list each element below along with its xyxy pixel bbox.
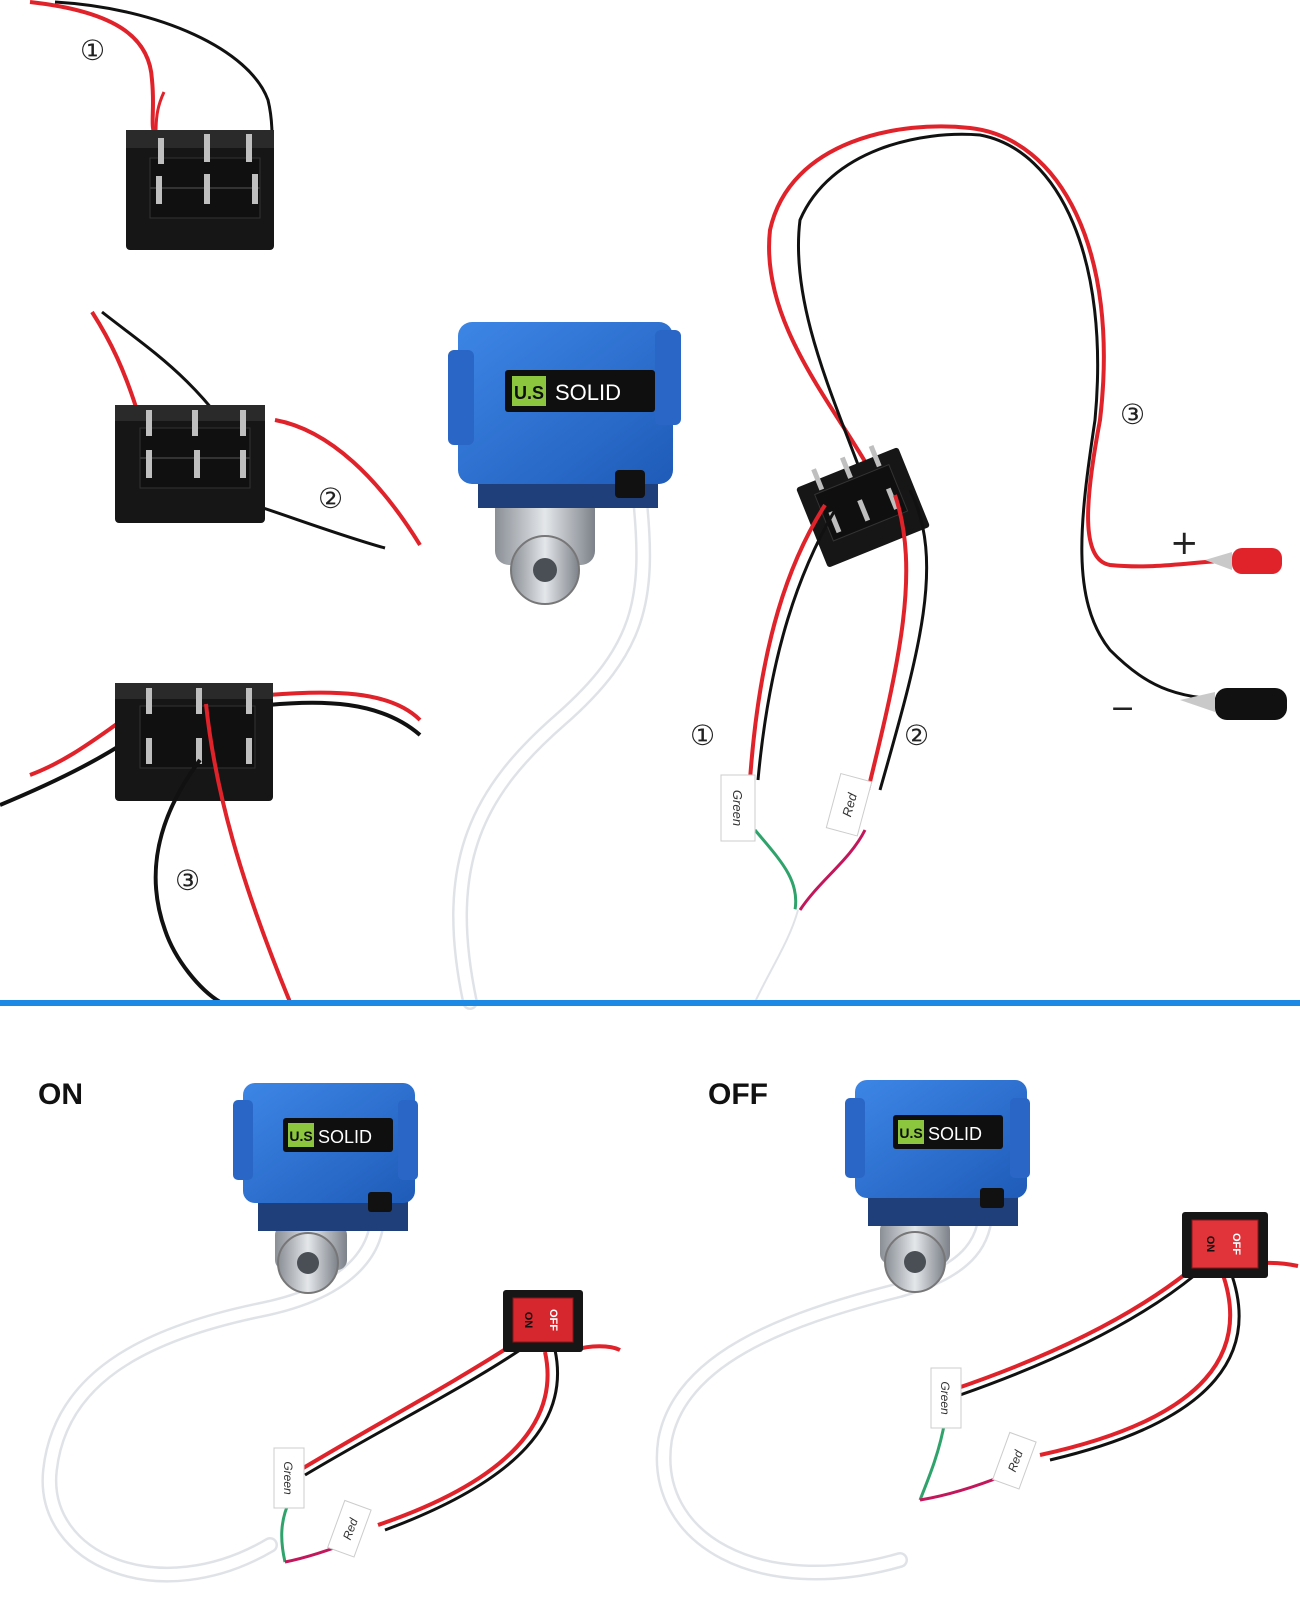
brand-us-on: U.S — [289, 1128, 312, 1144]
green-tag-off: Green — [930, 1367, 962, 1429]
off-state-label: OFF — [708, 1078, 768, 1111]
off-state-illustration: U.S SOLID Green Red ON OFF — [655, 1080, 1299, 1581]
switch-off-text: OFF — [547, 1309, 559, 1331]
wiring-diagram-right: Green Red + − ③ ① ② — [690, 124, 1287, 1005]
switch-off-text-off-state: OFF — [1230, 1233, 1242, 1255]
step-3-number: ③ — [175, 864, 200, 897]
on-state-illustration: U.S SOLID Green Red ON OFF — [41, 1083, 621, 1583]
brand-us-top: U.S — [514, 383, 544, 403]
svg-text:Green: Green — [730, 790, 745, 826]
rocker-switch-off: ON OFF — [1182, 1212, 1268, 1278]
brand-solid-off: SOLID — [928, 1124, 982, 1144]
svg-text:Green: Green — [938, 1381, 952, 1415]
green-wire-tag: Green — [720, 774, 756, 842]
red-wire-tag: Red — [825, 772, 873, 837]
on-state-label: ON — [38, 1078, 83, 1111]
negative-clip — [1180, 688, 1287, 720]
plus-sign: + — [1170, 523, 1199, 563]
section-divider — [0, 1000, 1300, 1006]
switch-step-3: ③ — [0, 683, 422, 1004]
step-1-number: ① — [80, 34, 105, 67]
switch-on-text-off-state: ON — [1204, 1236, 1216, 1253]
switch-on-text: ON — [522, 1312, 534, 1329]
brand-us-off: U.S — [899, 1125, 922, 1141]
step-3-number-right: ③ — [1120, 398, 1145, 431]
brand-solid-on: SOLID — [318, 1127, 372, 1147]
switch-step-2: ② — [90, 310, 422, 550]
positive-clip — [1205, 548, 1282, 574]
svg-text:Green: Green — [281, 1461, 295, 1495]
switch-step-1: ① — [29, 0, 274, 250]
minus-sign: − — [1110, 691, 1135, 726]
step-1-number-right: ① — [690, 719, 715, 752]
svg-text:Red: Red — [839, 791, 860, 819]
red-tag-off: Red — [992, 1431, 1037, 1490]
rocker-switch-on: ON OFF — [503, 1290, 583, 1352]
red-tag-on: Red — [327, 1499, 372, 1558]
green-tag-on: Green — [273, 1447, 305, 1509]
brand-solid-top: SOLID — [555, 380, 621, 405]
step-2-number: ② — [318, 482, 343, 515]
actuator-top: U.S SOLID — [448, 322, 681, 1010]
step-2-number-right: ② — [904, 719, 929, 752]
